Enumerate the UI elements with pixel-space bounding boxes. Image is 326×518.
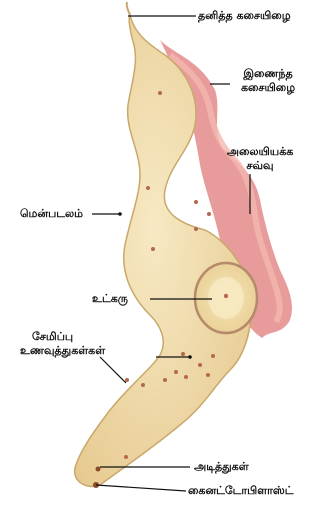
granule — [163, 378, 167, 382]
label-attached-flagellum-line2: கசையிழை — [230, 81, 306, 95]
label-nucleus: உட்கரு — [92, 292, 128, 306]
free-flagellum — [127, 2, 130, 15]
granule — [124, 455, 128, 459]
granule — [151, 247, 155, 251]
label-attached-flagellum-line1: இணைந்த — [230, 67, 306, 81]
label-undulating-line1: அலையியக்க — [222, 145, 298, 159]
granule — [184, 375, 188, 379]
granule — [174, 370, 178, 374]
basal-body-dot — [96, 467, 101, 472]
label-food-granules: சேமிப்பு உணவுத்துகள்கள் — [20, 330, 105, 358]
label-attached-flagellum: இணைந்த கசையிழை — [230, 67, 306, 95]
label-food-line2: உணவுத்துகள்கள் — [20, 344, 105, 358]
granule — [211, 354, 215, 358]
granule — [181, 352, 185, 356]
granule — [158, 91, 162, 95]
leader-dot-food — [188, 355, 192, 359]
leader-kinetoplast — [96, 485, 186, 491]
label-free-flagellum: தனித்த கசையிழை — [198, 9, 291, 23]
label-undulating-line2: சவ்வு — [222, 159, 298, 173]
label-pellicle: மென்படலம் — [20, 207, 83, 221]
label-kinetoplast: கைனட்டோபிளாஸ்ட் — [188, 484, 293, 498]
cell-body — [75, 15, 252, 486]
label-basal-body: அடித்துகள் — [194, 460, 249, 474]
granule — [206, 373, 210, 377]
granule — [125, 378, 129, 382]
granule — [141, 383, 145, 387]
granule — [194, 227, 198, 231]
granule — [198, 363, 202, 367]
granule — [194, 200, 198, 204]
leader-dot-pellicle — [118, 212, 122, 216]
nucleolus — [224, 294, 228, 298]
leader-food-2 — [100, 357, 126, 383]
granule — [146, 186, 150, 190]
label-food-line1: சேமிப்பு — [20, 330, 105, 344]
label-undulating-membrane: அலையியக்க சவ்வு — [222, 145, 298, 173]
granule — [207, 212, 211, 216]
